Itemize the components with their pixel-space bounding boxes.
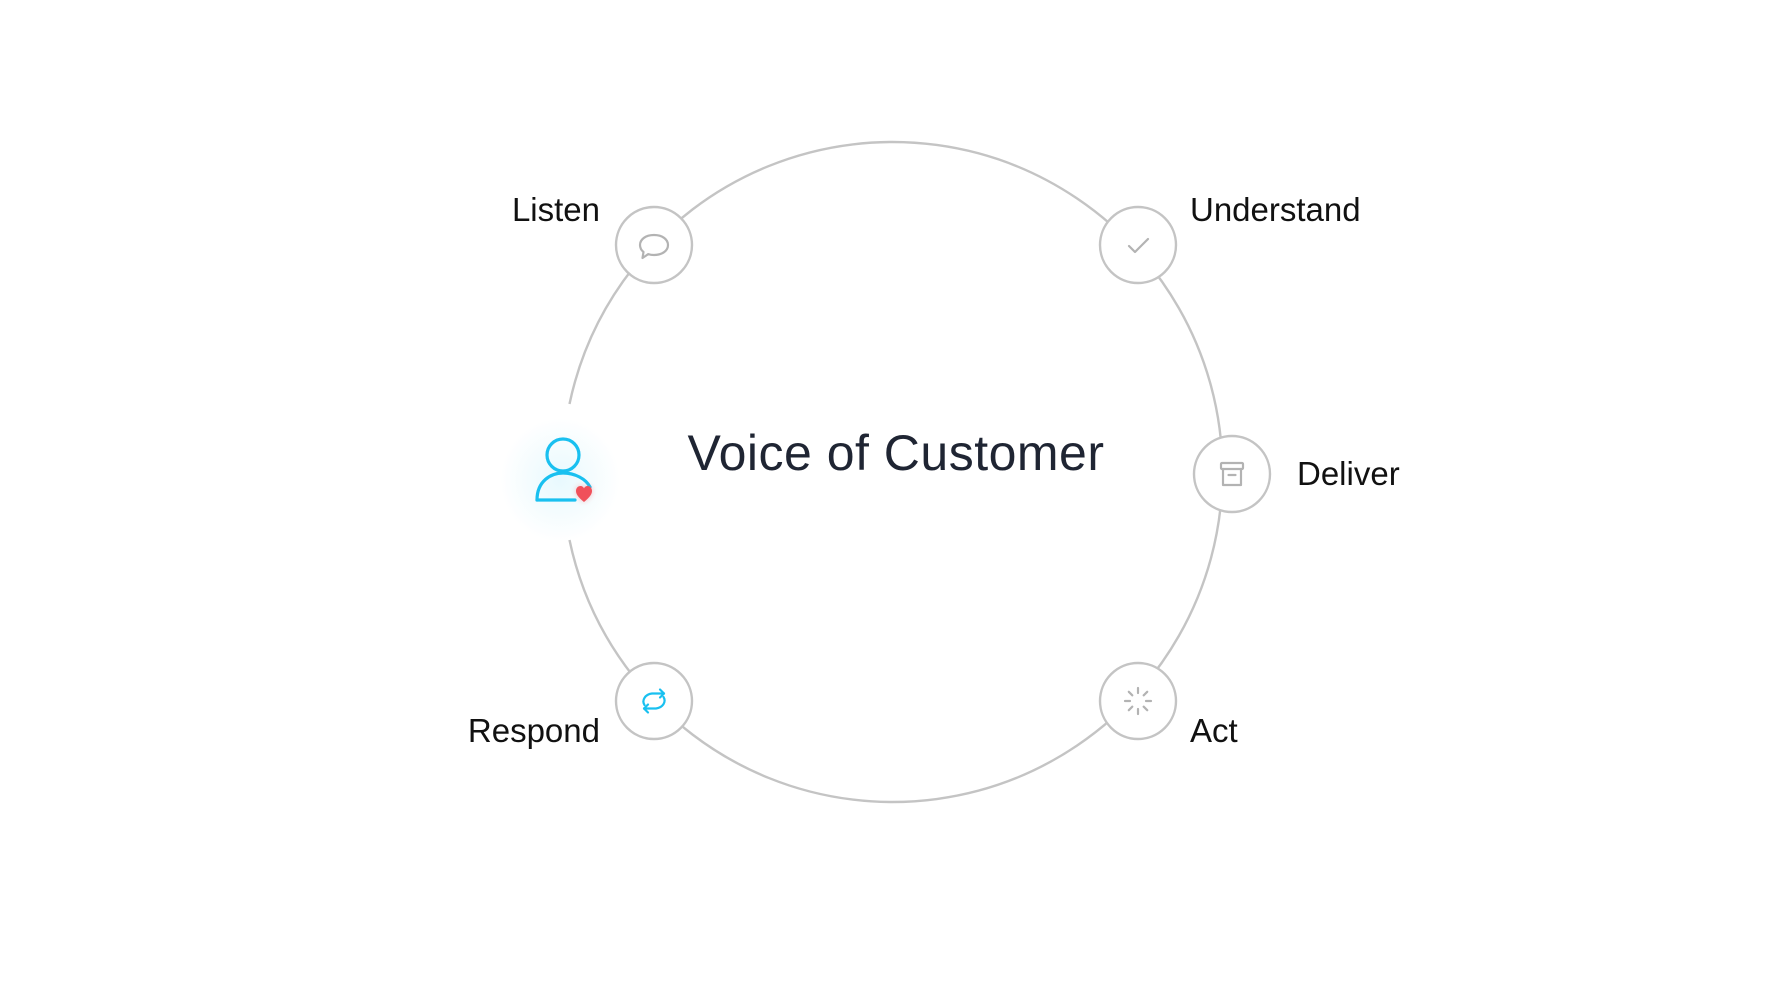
step-label-respond: Respond [468,712,600,749]
heart-icon [576,486,592,502]
step-act[interactable]: Act [1098,661,1238,749]
refresh-cycle-icon [642,688,666,714]
step-label-understand: Understand [1190,191,1361,228]
archive-box-icon [1219,461,1245,487]
step-label-act: Act [1190,712,1238,749]
step-listen[interactable]: Listen [512,191,694,285]
step-label-deliver: Deliver [1297,455,1400,492]
diagram-title: Voice of Customer [687,425,1104,481]
step-label-listen: Listen [512,191,600,228]
step-respond[interactable]: Respond [468,661,694,749]
checkmark-icon [1127,237,1150,254]
loading-spinner-icon [1123,686,1153,716]
speech-bubble-icon [638,233,670,260]
step-understand[interactable]: Understand [1098,191,1361,285]
step-deliver[interactable]: Deliver [1192,434,1400,514]
customer-heart-icon [500,418,620,542]
